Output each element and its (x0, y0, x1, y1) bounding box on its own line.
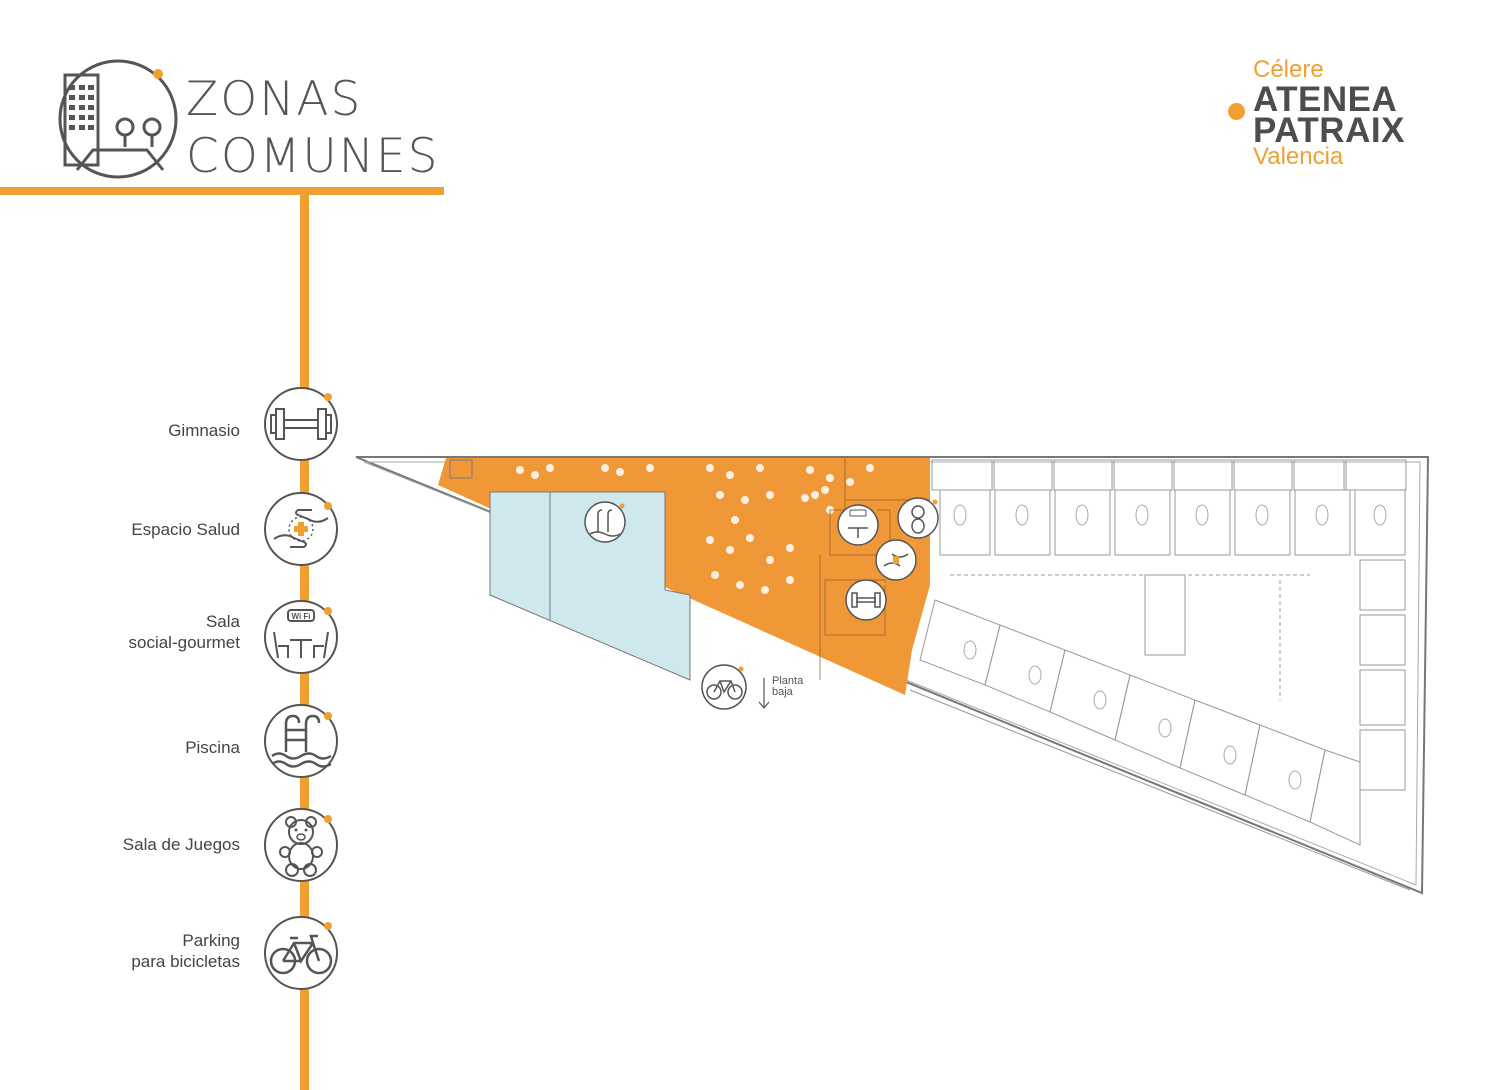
svg-text:Wi Fi: Wi Fi (291, 612, 310, 621)
brand-logo: Célere ATENEA PATRAIX Valencia (1228, 58, 1448, 176)
floor-plan-drawing (355, 456, 1430, 895)
brand-line3: PATRAIX (1253, 111, 1405, 150)
bike-note-line2: baja (772, 686, 793, 698)
down-arrow-icon (758, 678, 770, 709)
health-hands-icon (273, 509, 329, 548)
legend-item-sala-social-gourmet: Wi Fi (264, 600, 338, 674)
legend-label-gimnasio: Gimnasio (168, 421, 240, 440)
header-underline (0, 187, 444, 195)
legend-accent-dot (324, 712, 332, 720)
brand-line2: ATENEA (1253, 80, 1398, 119)
legend-accent-dot (324, 502, 332, 510)
brand-line4: Valencia (1253, 143, 1344, 170)
legend-accent-dot (324, 393, 332, 401)
floor-plan: Planta baja (350, 450, 1440, 900)
wifi-dining-icon: Wi Fi (273, 609, 329, 659)
page-title-line1: ZONAS (186, 72, 363, 127)
zonas-comunes-icon (55, 55, 185, 185)
bicycle-icon (269, 934, 333, 975)
plan-game-room-icon (897, 497, 939, 539)
plan-social-gourmet-icon (837, 504, 879, 546)
teddy-bear-icon (279, 816, 323, 877)
brand-line1: Célere (1253, 56, 1324, 83)
bike-note-line1: Planta (772, 675, 804, 687)
plan-pool-icon (584, 501, 626, 543)
dumbbell-icon (270, 408, 332, 440)
plan-health-icon (875, 539, 917, 581)
plan-bicycle-icon (701, 664, 747, 710)
legend-accent-dot (324, 607, 332, 615)
brand-dot (1228, 103, 1245, 120)
legend-accent-dot (324, 922, 332, 930)
legend-label-parking-bicicletas: Parking para bicicletas (131, 931, 240, 971)
legend-accent-dot (324, 815, 332, 823)
legend-label-sala-social-gourmet: Sala social-gourmet (128, 612, 241, 652)
pool-icon (271, 714, 332, 768)
page-title-line2: COMUNES (186, 129, 440, 184)
plan-gym-icon (845, 579, 887, 621)
legend-label-espacio-salud: Espacio Salud (131, 520, 240, 539)
pool-area (489, 491, 691, 681)
legend-label-sala-de-juegos: Sala de Juegos (122, 835, 240, 854)
legend-label-piscina: Piscina (185, 738, 240, 757)
